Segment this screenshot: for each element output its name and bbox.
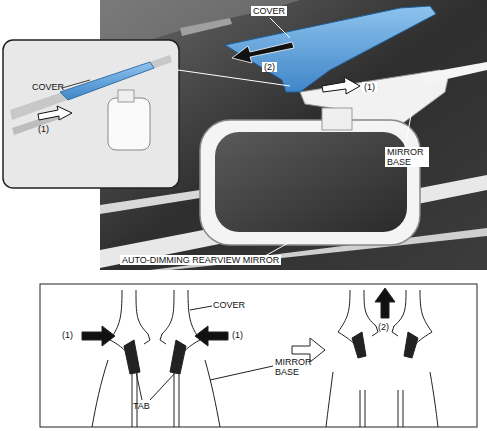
- callout-number: (2): [378, 322, 389, 332]
- part-label: TAB: [133, 401, 150, 411]
- section-panel: [40, 284, 477, 427]
- part-label: MIRROR BASE: [385, 147, 429, 167]
- detail-inset: [3, 40, 290, 188]
- callout-number: (2): [262, 62, 277, 72]
- part-label: COVER: [213, 300, 245, 310]
- callout-number: (1): [38, 124, 49, 134]
- callout-number: (1): [62, 330, 73, 340]
- part-label: COVER: [251, 6, 287, 16]
- part-label: COVER: [32, 82, 64, 92]
- part-label: AUTO-DIMMING REARVIEW MIRROR: [120, 255, 281, 265]
- callout-number: (1): [362, 82, 377, 92]
- callout-number: (1): [232, 330, 243, 340]
- part-label: MIRROR BASE: [275, 357, 315, 377]
